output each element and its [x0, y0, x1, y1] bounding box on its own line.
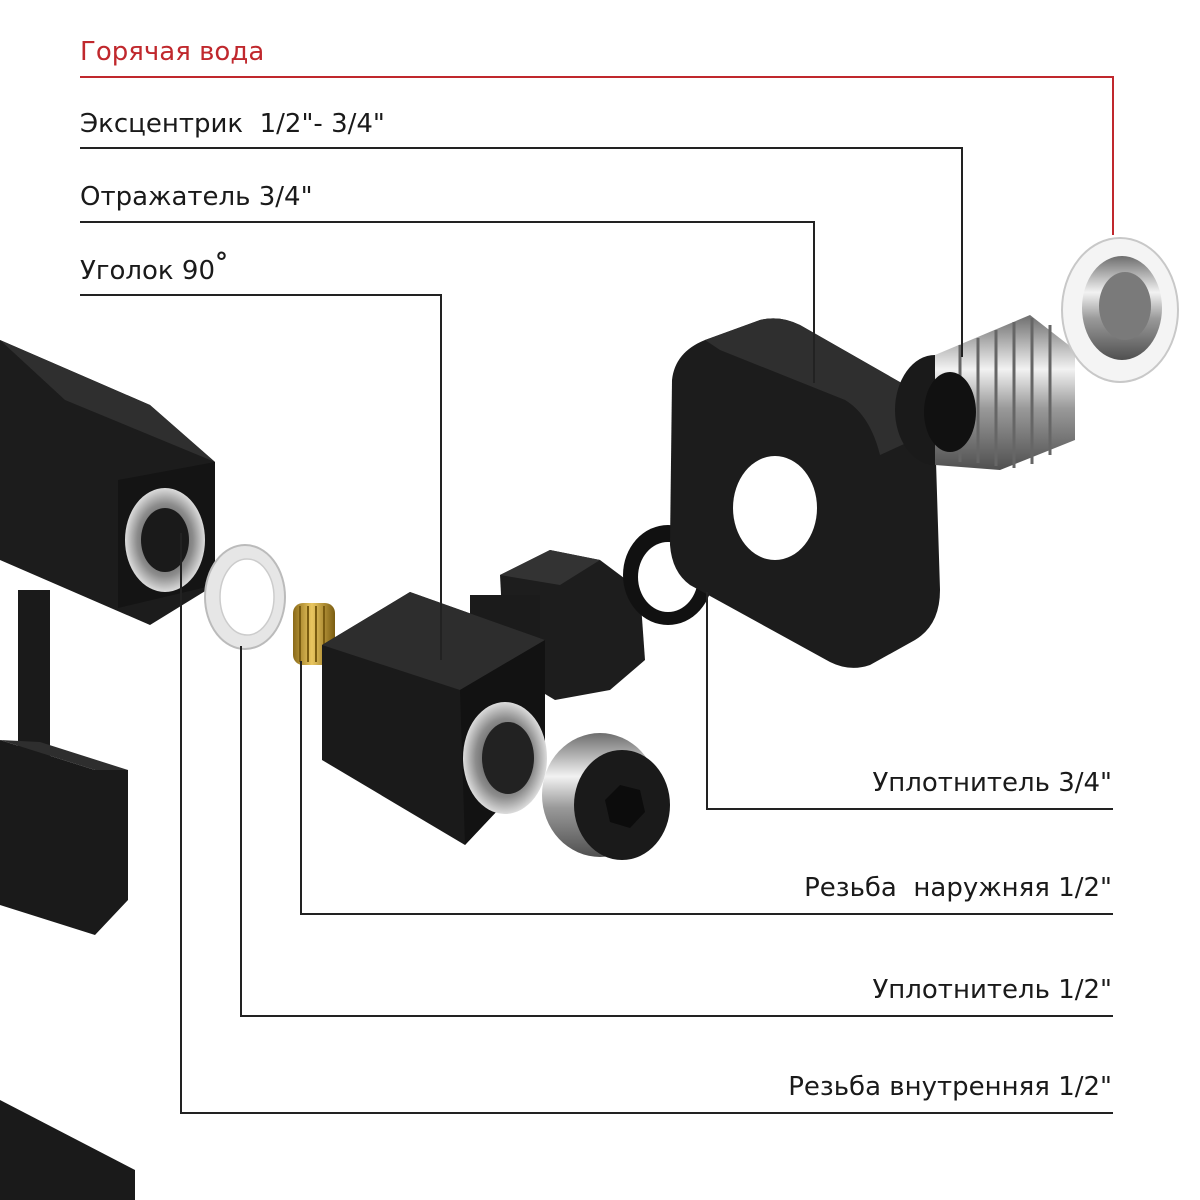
label-eccentric: Эксцентрик 1/2"- 3/4"	[80, 109, 385, 139]
label-seal-34: Уплотнитель 3/4"	[872, 768, 1112, 798]
label-hot-water: Горячая вода	[80, 37, 265, 67]
radiator-body	[0, 340, 215, 1200]
leader-seal-12	[240, 646, 1113, 1017]
leader-elbow	[80, 294, 442, 660]
label-seal-12: Уплотнитель 1/2"	[872, 975, 1112, 1005]
reflector-escutcheon	[670, 318, 940, 668]
seal-12-ring	[204, 544, 286, 650]
leader-seal-34	[706, 592, 1113, 810]
leader-thread-int	[180, 533, 1113, 1114]
angle-90-fitting	[322, 550, 645, 845]
hot-water-outlet	[1061, 237, 1179, 383]
leader-lines	[80, 76, 1114, 1114]
label-reflector: Отражатель 3/4"	[80, 182, 313, 212]
label-thread-ext: Резьба наружняя 1/2"	[804, 873, 1112, 903]
leader-eccentric	[80, 147, 963, 357]
eccentric-fitting	[895, 315, 1075, 470]
label-elbow: Уголок 90°	[80, 248, 228, 287]
label-thread-int: Резьба внутренняя 1/2"	[788, 1072, 1112, 1102]
degree-sign: °	[215, 248, 228, 278]
leader-thread-ext	[300, 661, 1113, 915]
label-elbow-text: Уголок 90	[80, 256, 215, 286]
thread-plug	[542, 733, 670, 860]
leader-reflector	[80, 221, 815, 383]
leader-hot-water	[80, 76, 1114, 235]
radiator-lower-corner	[0, 1100, 135, 1200]
